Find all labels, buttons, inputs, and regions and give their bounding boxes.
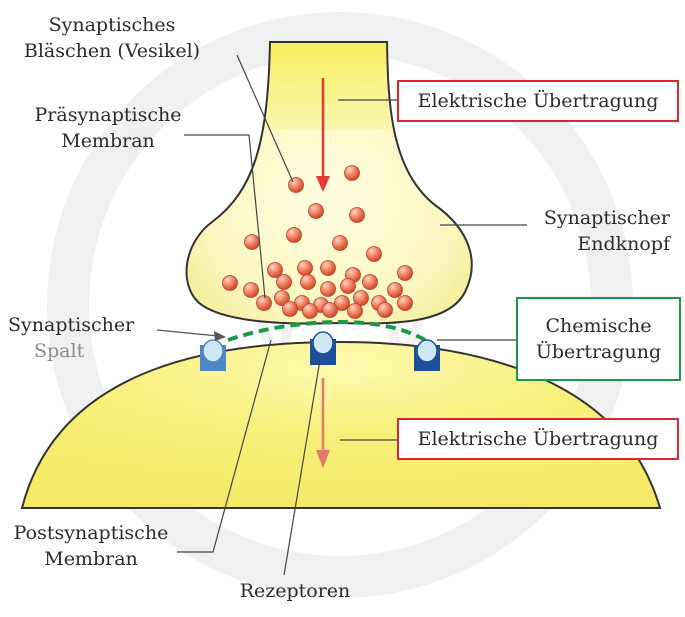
axon-stalk (265, 43, 392, 130)
label-vesicles-line2: Bläschen (Vesikel) (24, 40, 200, 62)
vesicle (303, 304, 318, 319)
label-postsynaptic-line2: Membran (44, 548, 138, 570)
label-presynaptic-line2: Membran (61, 130, 155, 152)
label-cleft: Synaptischer Spalt (8, 312, 158, 364)
label-postsynaptic-line1: Postsynaptische (14, 522, 169, 544)
label-receptors: Rezeptoren (220, 578, 370, 604)
vesicle (333, 236, 348, 251)
vesicle (378, 303, 393, 318)
vesicle (309, 204, 324, 219)
vesicle (398, 266, 413, 281)
vesicle (298, 261, 313, 276)
vesicle (287, 228, 302, 243)
label-terminal: Synaptischer Endknopf (500, 205, 670, 257)
label-vesicles-line1: Synaptisches (49, 14, 176, 36)
cleft-pointer-arrow (157, 330, 226, 341)
box-electric-transmission-top: Elektrische Übertragung (397, 80, 679, 122)
box-electric-transmission-bottom: Elektrische Übertragung (397, 418, 679, 460)
vesicle (348, 304, 363, 319)
label-cleft-line1: Synaptischer (8, 314, 134, 336)
vesicle (323, 303, 338, 318)
vesicle (223, 276, 238, 291)
label-terminal-line1: Synaptischer (544, 207, 670, 229)
receptor-left (200, 340, 226, 371)
label-receptors-text: Rezeptoren (240, 580, 351, 602)
vesicle (257, 296, 272, 311)
label-vesicles: Synaptisches Bläschen (Vesikel) (0, 12, 224, 64)
vesicle (289, 178, 304, 193)
vesicle (398, 296, 413, 311)
box-chemical-transmission: Chemische Übertragung (516, 297, 681, 381)
box-electric-bottom-text: Elektrische Übertragung (418, 426, 659, 452)
label-presynaptic-line1: Präsynaptische (35, 104, 182, 126)
label-presynaptic-membrane: Präsynaptische Membran (20, 102, 196, 154)
label-terminal-line2: Endknopf (577, 233, 670, 255)
label-cleft-line2: Spalt (8, 340, 84, 362)
vesicle (321, 261, 336, 276)
vesicle (341, 279, 356, 294)
vesicle (245, 235, 260, 250)
label-postsynaptic-membrane: Postsynaptische Membran (0, 520, 182, 572)
vesicle (350, 208, 365, 223)
vesicle (367, 247, 382, 262)
box-electric-top-text: Elektrische Übertragung (418, 88, 659, 114)
vesicle (244, 283, 259, 298)
vesicle (321, 282, 336, 297)
receptor-middle (310, 332, 336, 365)
vesicle (345, 166, 360, 181)
box-chemical-line1: Chemische (536, 313, 661, 339)
receptor-right (414, 340, 440, 371)
vesicle (388, 283, 403, 298)
vesicle (363, 275, 378, 290)
vesicle (283, 302, 298, 317)
vesicle (301, 275, 316, 290)
box-chemical-line2: Übertragung (536, 339, 661, 365)
vesicle (277, 275, 292, 290)
